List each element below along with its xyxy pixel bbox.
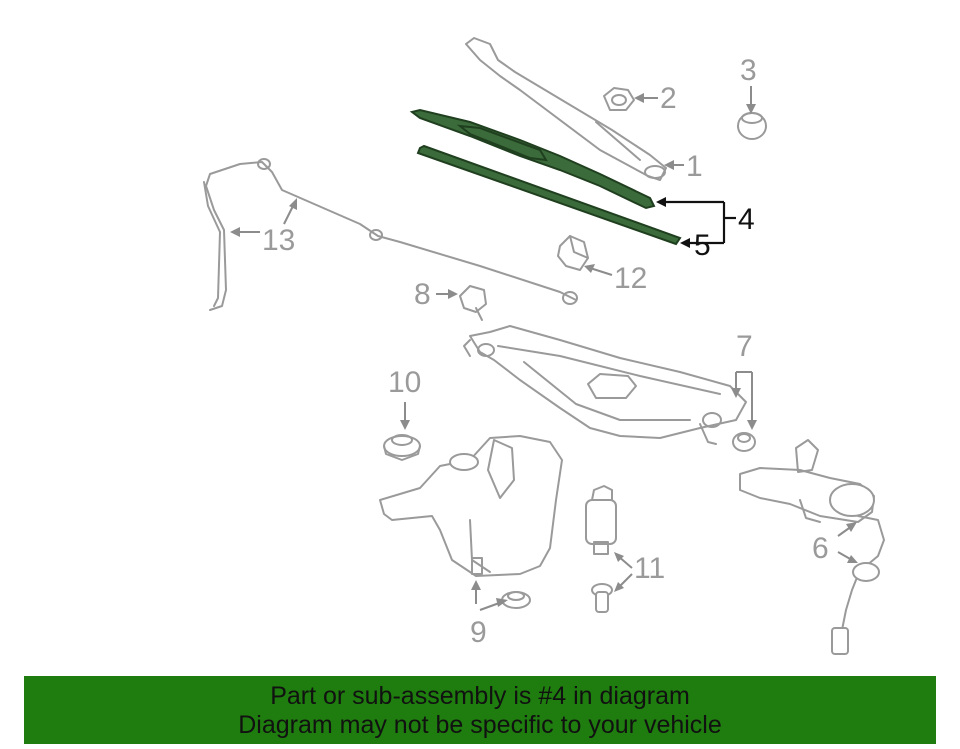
svg-text:9: 9 <box>470 616 487 649</box>
pump-grommet-part[interactable] <box>591 583 613 613</box>
svg-text:6: 6 <box>812 532 829 565</box>
svg-text:5: 5 <box>694 229 711 262</box>
callout-11: 11 <box>614 552 665 592</box>
svg-text:11: 11 <box>634 552 665 585</box>
wiper-linkage-part[interactable] <box>463 325 747 445</box>
svg-text:12: 12 <box>614 262 647 295</box>
svg-text:4: 4 <box>738 203 755 236</box>
callout-4: 4 <box>656 197 755 243</box>
callout-13: 13 <box>230 198 297 257</box>
callout-10: 10 <box>388 366 421 430</box>
callout-9: 9 <box>470 580 508 649</box>
banner-line-2: Diagram may not be specific to your vehi… <box>238 711 722 739</box>
callout-5: 5 <box>680 229 724 262</box>
notice-banner: Part or sub-assembly is #4 in diagram Di… <box>24 676 936 744</box>
svg-text:7: 7 <box>736 330 753 363</box>
washer-hose-part[interactable] <box>203 158 578 311</box>
svg-text:1: 1 <box>686 150 703 183</box>
svg-text:10: 10 <box>388 366 421 399</box>
washer-reservoir-part[interactable] <box>379 435 563 577</box>
wiper-motor-part[interactable] <box>739 439 885 655</box>
callout-1: 1 <box>664 150 703 183</box>
callout-8: 8 <box>414 278 458 311</box>
callout-3: 3 <box>740 54 757 114</box>
svg-text:13: 13 <box>262 224 295 257</box>
banner-line-1: Part or sub-assembly is #4 in diagram <box>270 682 690 710</box>
hose-clip-part[interactable] <box>459 285 487 321</box>
svg-text:3: 3 <box>740 54 757 87</box>
arm-nut-part[interactable] <box>603 87 635 111</box>
callout-2: 2 <box>634 82 677 115</box>
svg-text:2: 2 <box>660 82 677 115</box>
svg-text:8: 8 <box>414 278 431 311</box>
callout-7: 7 <box>731 330 757 430</box>
reservoir-cap-part[interactable] <box>383 434 421 461</box>
wiper-blade-assembly-part[interactable] <box>409 108 656 210</box>
grommet-part[interactable] <box>732 432 756 452</box>
washer-nozzle-part[interactable] <box>557 235 589 271</box>
blade-insert-part[interactable] <box>416 144 682 246</box>
callout-12: 12 <box>584 262 647 295</box>
callout-6: 6 <box>812 522 858 565</box>
arm-cap-part[interactable] <box>737 112 767 140</box>
washer-pump-part[interactable] <box>585 485 617 555</box>
wiper-arm-part[interactable] <box>465 37 667 181</box>
parts-diagram: 1 2 3 4 5 <box>203 37 885 655</box>
